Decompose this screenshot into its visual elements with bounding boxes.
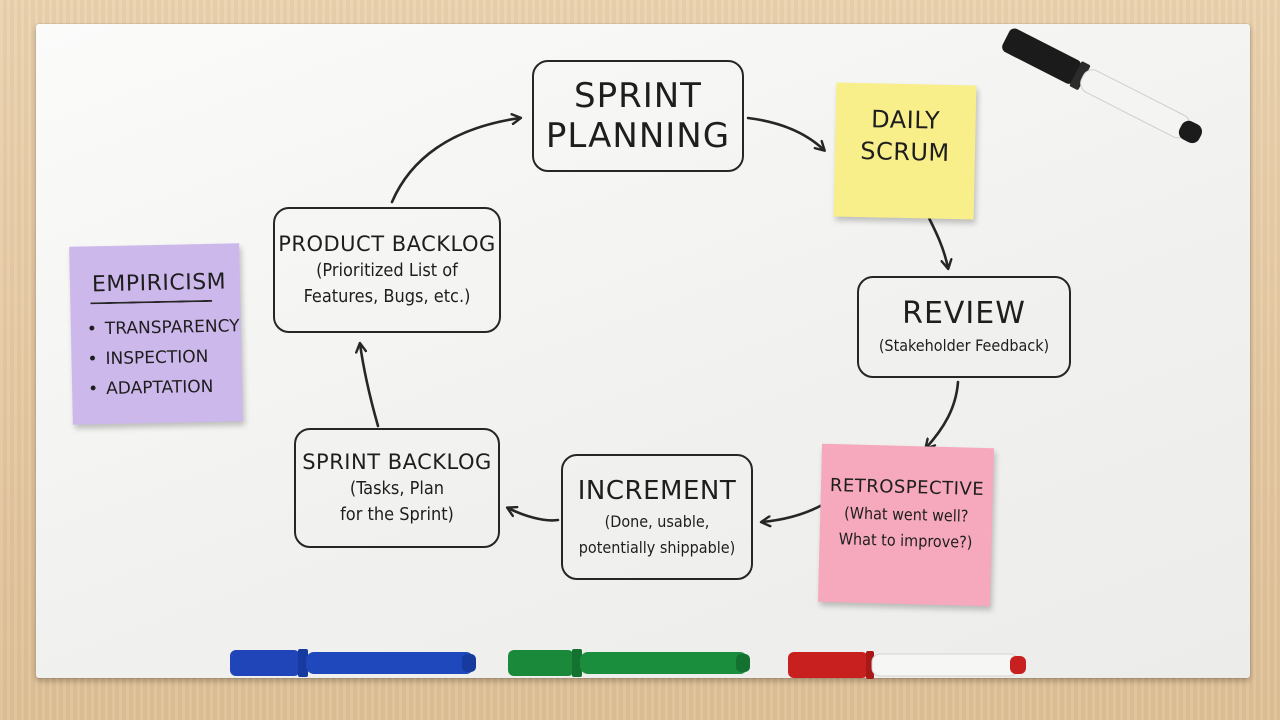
product-backlog-line2: Features, Bugs, etc.) [303,286,471,307]
review-box: REVIEW (Stakeholder Feedback) [857,276,1071,378]
daily-scrum-line1: DAILY [870,105,941,135]
sprint-backlog-line1: (Tasks, Plan [349,478,445,499]
daily-scrum-line2: SCRUM [859,137,950,167]
retrospective-line2: What to improve?) [838,529,973,552]
review-title: REVIEW [902,296,1026,331]
product-backlog-box: PRODUCT BACKLOG (Prioritized List of Fea… [273,207,501,333]
increment-line2: potentially shippable) [578,538,736,557]
product-backlog-line1: (Prioritized List of [316,260,458,281]
increment-box: INCREMENT (Done, usable, potentially shi… [561,454,753,580]
empiricism-item: TRANSPARENCY [87,311,242,344]
sprint-planning-line1: SPRINT [574,76,702,116]
increment-title: INCREMENT [577,476,737,506]
increment-line1: (Done, usable, [604,512,710,531]
review-sub: (Stakeholder Feedback) [878,336,1050,355]
empiricism-item: ADAPTATION [88,371,243,404]
sprint-backlog-box: SPRINT BACKLOG (Tasks, Plan for the Spri… [294,428,500,548]
empiricism-sticky: EMPIRICISM TRANSPARENCY INSPECTION ADAPT… [69,243,243,425]
retrospective-sticky: RETROSPECTIVE (What went well? What to i… [817,443,995,607]
daily-scrum-sticky: DAILY SCRUM [833,82,977,220]
product-backlog-title: PRODUCT BACKLOG [278,232,496,256]
sprint-planning-box: SPRINT PLANNING [532,60,744,172]
empiricism-underline [90,299,213,305]
sprint-backlog-line2: for the Sprint) [340,504,454,525]
empiricism-list: TRANSPARENCY INSPECTION ADAPTATION [87,311,243,404]
retrospective-title: RETROSPECTIVE [829,474,985,501]
empiricism-title: EMPIRICISM [91,269,227,298]
sprint-planning-line2: PLANNING [545,116,731,156]
empiricism-item: INSPECTION [87,341,242,374]
sprint-backlog-title: SPRINT BACKLOG [302,450,492,474]
